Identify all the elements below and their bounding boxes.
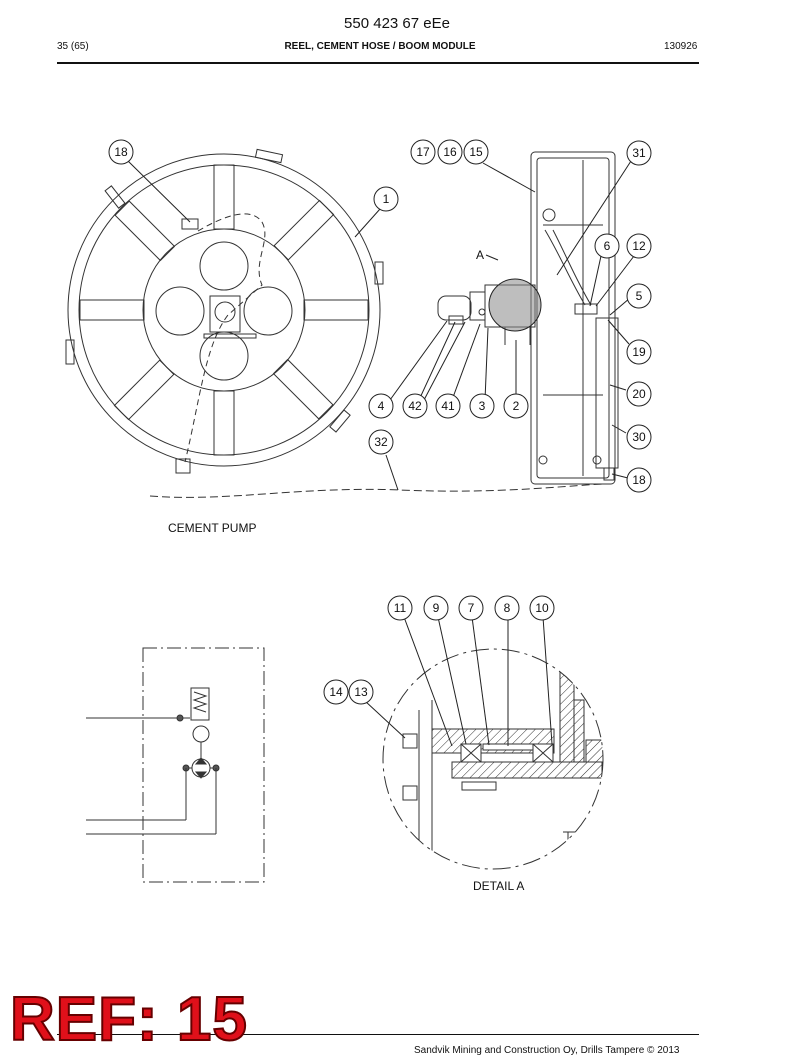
detail-a-view xyxy=(382,648,604,870)
hydraulic-schematic xyxy=(86,647,265,883)
callout-16: 16 xyxy=(443,145,457,159)
detail-marker-label: A xyxy=(476,248,484,262)
callout-9: 9 xyxy=(433,601,440,615)
callout-13: 13 xyxy=(354,685,368,699)
callout-11: 11 xyxy=(394,601,407,615)
page-number: 35 (65) xyxy=(57,41,89,52)
callout-12: 12 xyxy=(632,239,646,253)
document-date: 130926 xyxy=(664,41,698,52)
callout-32: 32 xyxy=(374,435,388,449)
detail-a-title: DETAIL A xyxy=(473,879,524,893)
callout-17: 17 xyxy=(416,145,430,159)
ref-overlay-label: REF: 15 xyxy=(9,984,248,1055)
reel-front-view xyxy=(65,148,384,474)
callout-6: 6 xyxy=(604,239,611,253)
callout-3: 3 xyxy=(479,399,486,413)
callout-18-top: 18 xyxy=(114,145,128,159)
callout-15: 15 xyxy=(469,145,483,159)
callout-31: 31 xyxy=(632,146,646,160)
callout-8: 8 xyxy=(504,601,511,615)
callout-numbers: 18 17 16 15 31 1 6 12 5 19 20 30 18 4 42… xyxy=(114,145,646,699)
callout-42: 42 xyxy=(408,399,422,413)
document-number: 550 423 67 eEe xyxy=(344,15,450,32)
callout-4: 4 xyxy=(378,399,385,413)
page-title: REEL, CEMENT HOSE / BOOM MODULE xyxy=(284,41,476,52)
footer-copyright: Sandvik Mining and Construction Oy, Dril… xyxy=(414,1045,680,1056)
callout-10: 10 xyxy=(535,601,549,615)
callout-5: 5 xyxy=(636,289,643,303)
cement-hose-line xyxy=(149,483,605,498)
reel-spokes xyxy=(79,164,369,456)
callout-2: 2 xyxy=(513,399,520,413)
callout-7: 7 xyxy=(468,601,475,615)
cement-pump-label: CEMENT PUMP xyxy=(168,521,256,535)
footer-divider xyxy=(57,1034,699,1035)
callout-20: 20 xyxy=(632,387,646,401)
callout-30: 30 xyxy=(632,430,646,444)
callout-41: 41 xyxy=(441,399,455,413)
callout-18-bottom: 18 xyxy=(632,473,646,487)
leader-lines xyxy=(127,160,635,747)
detail-a-highlight xyxy=(488,278,542,332)
header-divider xyxy=(57,62,699,64)
callout-bubbles xyxy=(108,139,652,705)
callout-1: 1 xyxy=(383,192,390,206)
detail-marker-leader xyxy=(485,254,499,261)
callout-19: 19 xyxy=(632,345,646,359)
callout-14: 14 xyxy=(329,685,343,699)
